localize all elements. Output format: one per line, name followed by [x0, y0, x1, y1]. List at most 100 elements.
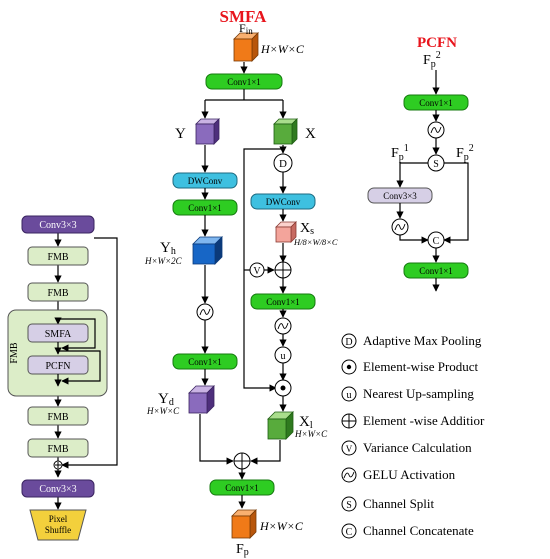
xl-subscript: l: [310, 420, 313, 431]
y-cube: [195, 118, 220, 145]
legend-gelu-text: GELU Activation: [363, 467, 456, 482]
legend-item-variance: V Variance Calculation: [341, 440, 472, 456]
fmb-block-4: [27, 438, 89, 458]
xl-cube: [267, 411, 294, 440]
svg-text:S: S: [346, 500, 352, 511]
legend-item-split: S Channel Split: [341, 496, 435, 512]
xs-label: X: [300, 221, 310, 236]
svg-text:S: S: [433, 159, 439, 170]
svg-text:Yd: Yd: [158, 391, 174, 408]
smfa-title: SMFA: [220, 7, 268, 26]
y-label: Y: [175, 126, 186, 142]
pcfn-fp1-sub: p: [399, 152, 404, 163]
x-label: X: [305, 126, 316, 142]
legend-variance-text: Variance Calculation: [363, 440, 472, 455]
conv3x3-top-label: Conv3×3: [39, 220, 76, 231]
yh-dims: H×W×2C: [144, 256, 183, 266]
yd-label: Y: [158, 391, 169, 407]
legend-add-text: Element -wise Additior: [363, 413, 485, 428]
svg-text:Xl: Xl: [299, 414, 313, 431]
svg-text:Fin: Fin: [239, 21, 253, 36]
legend-split-text: Channel Split: [363, 496, 435, 511]
smfa-conv1-y-label: Conv1×1: [188, 203, 222, 213]
conv3x3-bottom-block: [21, 479, 95, 498]
backbone: ⋮ ⋮ Conv3×3 FMB FMB FMB SMFA PCFN FMB FM…: [7, 215, 118, 541]
fmb-block-2: [27, 282, 89, 302]
svg-text:D: D: [345, 337, 352, 348]
fmb-block-3: [27, 406, 89, 426]
smfa-dwconv-y-label: DWConv: [188, 176, 223, 186]
pcfn-fp2-sup: 2: [469, 143, 474, 154]
svg-text:⋮: ⋮: [53, 394, 63, 405]
pcfn-fp1-sup: 1: [404, 143, 409, 154]
fp-subscript: p: [244, 547, 249, 558]
svg-text:C: C: [433, 236, 440, 247]
svg-text:V: V: [346, 444, 353, 454]
conv3x3-bottom-label: Conv3×3: [39, 484, 76, 495]
svg-text:⋮: ⋮: [53, 303, 63, 314]
xs-subscript: s: [310, 226, 314, 237]
svg-text:D: D: [279, 158, 287, 170]
pcfn-fp2-top-sub: p: [431, 59, 436, 70]
svg-text:u: u: [347, 390, 352, 401]
fp-dims: H×W×C: [259, 519, 304, 533]
smfa-conv1-final-label: Conv1×1: [225, 483, 259, 493]
svg-text:Yh: Yh: [160, 240, 176, 257]
legend-product-text: Element-wise Product: [363, 359, 479, 374]
smfa-dwconv-x-label: DWConv: [266, 197, 301, 207]
pcfn-title: PCFN: [417, 35, 457, 51]
legend-item-concat: C Channel Concatenate: [341, 523, 474, 539]
pcfn-fp2-top: F: [423, 53, 431, 68]
pcfn-fp1: F: [391, 146, 399, 161]
xs-dims: H/8×W/8×C: [293, 237, 338, 247]
svg-text:Fp1: Fp1: [391, 143, 409, 163]
fin-subscript: in: [246, 26, 254, 36]
svg-text:Fp2: Fp2: [456, 143, 474, 163]
fmb-group-label: FMB: [9, 342, 20, 363]
legend-item-product: Element-wise Product: [341, 359, 479, 375]
pcfn-fp2: F: [456, 146, 464, 161]
smfa-block-label: SMFA: [45, 329, 72, 340]
pcfn-fp2-sub: p: [464, 152, 469, 163]
yh-cube: [192, 236, 223, 265]
pcfn-conv1-bottom-label: Conv1×1: [419, 266, 453, 276]
conv3x3-top-block: [21, 215, 95, 234]
smfa-conv1-top-label: Conv1×1: [227, 77, 261, 87]
smfa-module: SMFA Fin H×W×C Conv1×1 Y X: [144, 7, 338, 558]
yd-dims: H×W×C: [146, 406, 180, 416]
smfa-conv1-y2-label: Conv1×1: [188, 357, 222, 367]
legend-item-add: Element -wise Additior: [341, 413, 485, 429]
fin-label: F: [239, 21, 246, 35]
xl-label: X: [299, 414, 310, 430]
fmb-label-2: FMB: [47, 288, 68, 299]
svg-text:Xs: Xs: [300, 221, 314, 237]
pcfn-conv3-label: Conv3×3: [383, 191, 417, 201]
legend-item-pool: D Adaptive Max Pooling: [341, 333, 482, 349]
fmb-label-3: FMB: [47, 412, 68, 423]
xs-cube: [275, 221, 297, 243]
smfa-conv1-x-label: Conv1×1: [266, 297, 300, 307]
fin-cube: [233, 32, 259, 62]
pcfn-module: PCFN Fp2 Conv1×1 S Fp1 Fp2 Conv3×3 C Con…: [367, 35, 474, 292]
yd-subscript: d: [169, 397, 174, 408]
pixel-shuffle-label-2: Shuffle: [45, 525, 71, 535]
legend: D Adaptive Max Pooling Element-wise Prod…: [341, 333, 485, 539]
pixel-shuffle-label-1: Pixel: [49, 514, 68, 524]
fin-dims: H×W×C: [260, 42, 305, 56]
svg-text:Fp: Fp: [236, 542, 249, 558]
svg-text:V: V: [253, 266, 261, 277]
svg-text:u: u: [281, 351, 286, 362]
legend-item-upsample: u Nearest Up-sampling: [341, 386, 474, 402]
yh-subscript: h: [171, 246, 176, 257]
fp-cube: [231, 509, 257, 539]
xl-dims: H×W×C: [294, 429, 328, 439]
legend-item-gelu: GELU Activation: [341, 467, 456, 483]
pcfn-block-label: PCFN: [45, 361, 70, 372]
legend-pool-text: Adaptive Max Pooling: [363, 333, 482, 348]
fmb-block-1: [27, 246, 89, 266]
fmb-label-4: FMB: [47, 444, 68, 455]
x-cube: [273, 118, 298, 145]
yd-cube: [188, 385, 215, 414]
fmb-label-1: FMB: [47, 252, 68, 263]
